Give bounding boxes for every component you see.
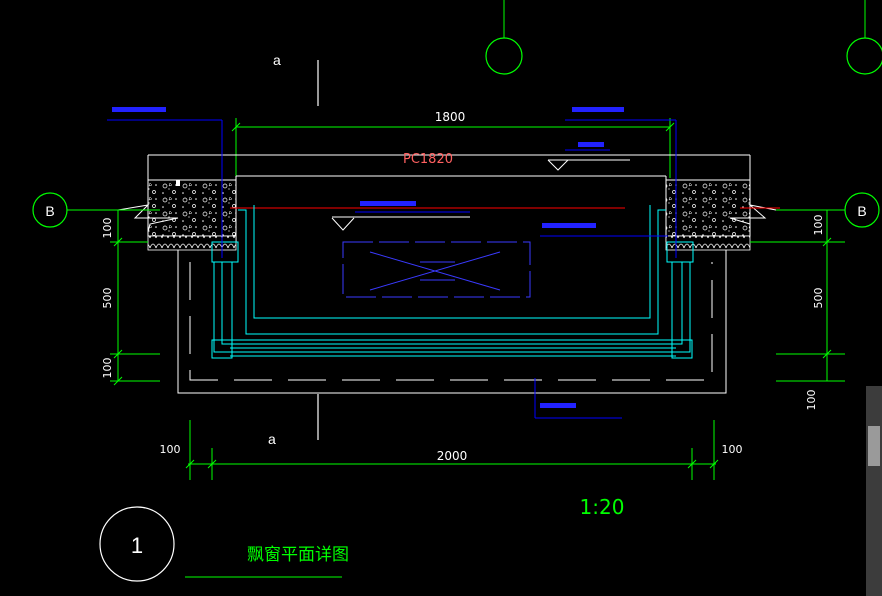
axis-top-circles [485,0,882,75]
center-box [342,241,531,298]
annotation-text-blocks [112,107,624,408]
dimension-bottom: 2000 100 100 [160,420,743,480]
axis-b-left: B [32,192,118,228]
elevation-mark-1 [547,159,630,171]
wall-outline [147,154,751,242]
dimension-top: 1800 [231,110,675,178]
bay-window-frame [211,205,694,359]
scrollbar-thumb[interactable] [868,426,880,466]
detail-number: 1 [131,533,143,558]
window-code-label: PC1820 [403,152,453,167]
svg-text:100: 100 [722,443,743,456]
svg-text:a: a [273,52,281,68]
svg-text:100: 100 [805,390,818,411]
vertical-scrollbar[interactable] [866,386,882,596]
axis-b-left-label: B [45,203,54,219]
left-wall-section [117,179,237,251]
svg-text:500: 500 [101,288,114,309]
scale-label: 1:20 [580,495,625,519]
svg-text:100: 100 [101,358,114,379]
svg-text:2000: 2000 [437,449,468,463]
svg-text:500: 500 [812,288,825,309]
section-mark-bottom: a [268,394,319,447]
section-mark-top: a [273,52,319,106]
elevation-mark-2 [331,216,470,231]
svg-text:100: 100 [812,215,825,236]
annotation-leaders [107,119,677,419]
detail-bubble: 1 [99,506,175,582]
dimension-left: 100 500 100 [101,209,160,386]
svg-text:100: 100 [101,218,114,239]
axis-b-right-label: B [857,203,866,219]
svg-text:100: 100 [160,443,181,456]
svg-text:1800: 1800 [435,110,466,124]
dimension-right: 100 500 100 [750,209,845,411]
outer-sill-outline [177,250,727,394]
right-wall-section [665,179,777,251]
svg-text:a: a [268,431,276,447]
detail-title: 飘窗平面详图 [247,545,349,564]
